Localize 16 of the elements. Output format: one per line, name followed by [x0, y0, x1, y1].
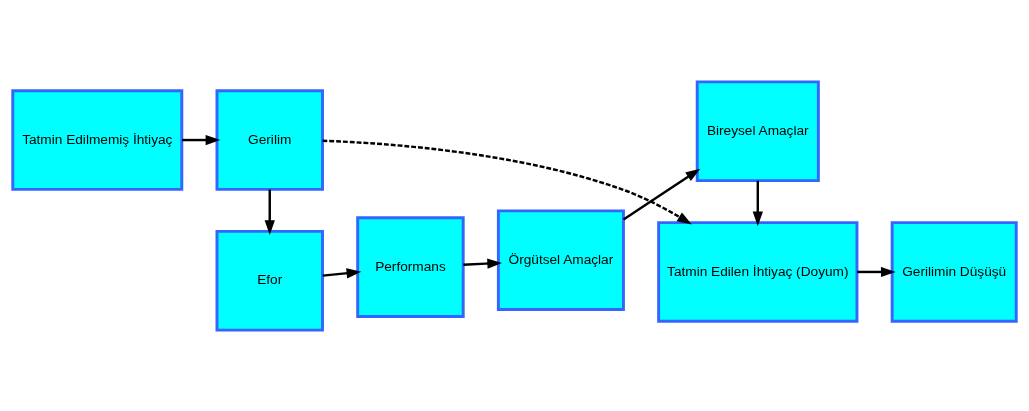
arrow	[322, 139, 692, 224]
node-box: Efor	[215, 229, 324, 332]
arrow	[264, 189, 275, 235]
arrow	[463, 257, 503, 269]
node-box: Performans	[356, 215, 465, 318]
node-box: Gerilimin Düşüşü	[890, 220, 1018, 323]
node-box: Bireysel Amaçlar	[695, 79, 820, 182]
node-box: Örgütsel Amaçlar	[496, 208, 625, 311]
arrow	[752, 180, 763, 226]
node-box: Tatmin Edilen İhtiyaç (Doyum)	[657, 220, 859, 323]
node-box: Tatmin Edilmemiş İhtiyaç	[11, 88, 184, 191]
arrow	[857, 266, 896, 277]
arrow	[322, 267, 362, 278]
arrow	[182, 134, 221, 145]
arrow	[622, 168, 701, 220]
node-box: Gerilim	[215, 88, 324, 191]
